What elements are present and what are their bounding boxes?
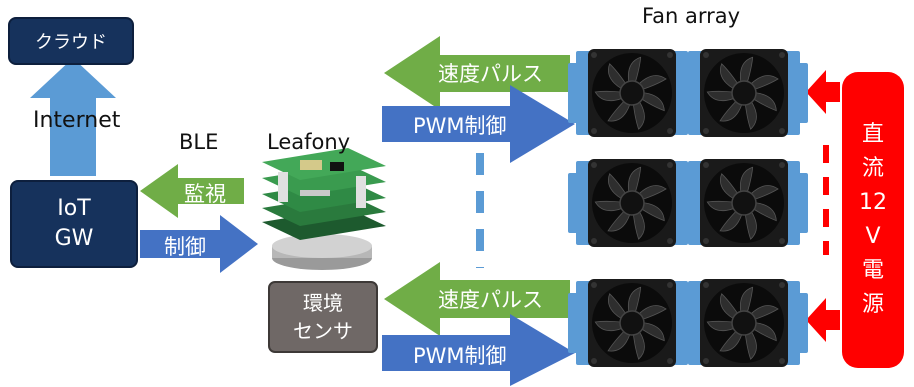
internet-label: Internet bbox=[33, 108, 121, 133]
speed-pulse-top-arrow bbox=[384, 36, 570, 110]
fan-image bbox=[567, 158, 697, 248]
dc-power-supply-box: 直 流 12 V 電 源 bbox=[842, 72, 904, 368]
power-char: 12 bbox=[859, 190, 887, 215]
env-sensor-line2: センサ bbox=[293, 319, 353, 343]
cloud-box: クラウド bbox=[8, 17, 134, 65]
fan-image bbox=[567, 48, 697, 138]
power-arrow-top bbox=[806, 70, 840, 114]
iot-gw-line2: GW bbox=[54, 226, 94, 251]
control-arrow bbox=[140, 215, 258, 273]
pwm-top-arrow bbox=[382, 85, 575, 163]
environment-sensor-box: 環境 センサ bbox=[268, 281, 378, 353]
pwm-bottom-label: PWM制御 bbox=[413, 344, 507, 368]
cloud-label: クラウド bbox=[35, 32, 107, 53]
control-label: 制御 bbox=[164, 235, 206, 259]
iot-gateway-box: IoT GW bbox=[10, 180, 138, 268]
internet-arrow bbox=[30, 58, 116, 176]
fan-array-label: Fan array bbox=[642, 4, 741, 28]
pwm-bottom-arrow bbox=[382, 314, 575, 386]
leafony-label: Leafony bbox=[267, 130, 351, 154]
power-char: 電 bbox=[861, 258, 884, 283]
fan-image bbox=[679, 278, 809, 368]
speed-pulse-top-label: 速度パルス bbox=[438, 62, 543, 86]
speed-pulse-bottom-arrow bbox=[384, 262, 570, 336]
power-char: 流 bbox=[861, 156, 884, 181]
power-arrow-bottom bbox=[806, 298, 840, 342]
power-char: 源 bbox=[861, 292, 884, 317]
iot-gw-line1: IoT bbox=[57, 196, 91, 221]
monitor-arrow bbox=[140, 164, 244, 218]
fan-image bbox=[679, 48, 809, 138]
ble-label: BLE bbox=[179, 130, 219, 154]
leafony-board-image bbox=[262, 148, 386, 270]
fan-image bbox=[679, 158, 809, 248]
power-char: V bbox=[865, 224, 881, 249]
pwm-top-label: PWM制御 bbox=[413, 114, 507, 138]
fan-image bbox=[567, 278, 697, 368]
speed-pulse-bottom-label: 速度パルス bbox=[438, 288, 543, 312]
monitor-label: 監視 bbox=[184, 182, 226, 206]
env-sensor-line1: 環境 bbox=[303, 291, 343, 315]
power-char: 直 bbox=[861, 122, 884, 147]
